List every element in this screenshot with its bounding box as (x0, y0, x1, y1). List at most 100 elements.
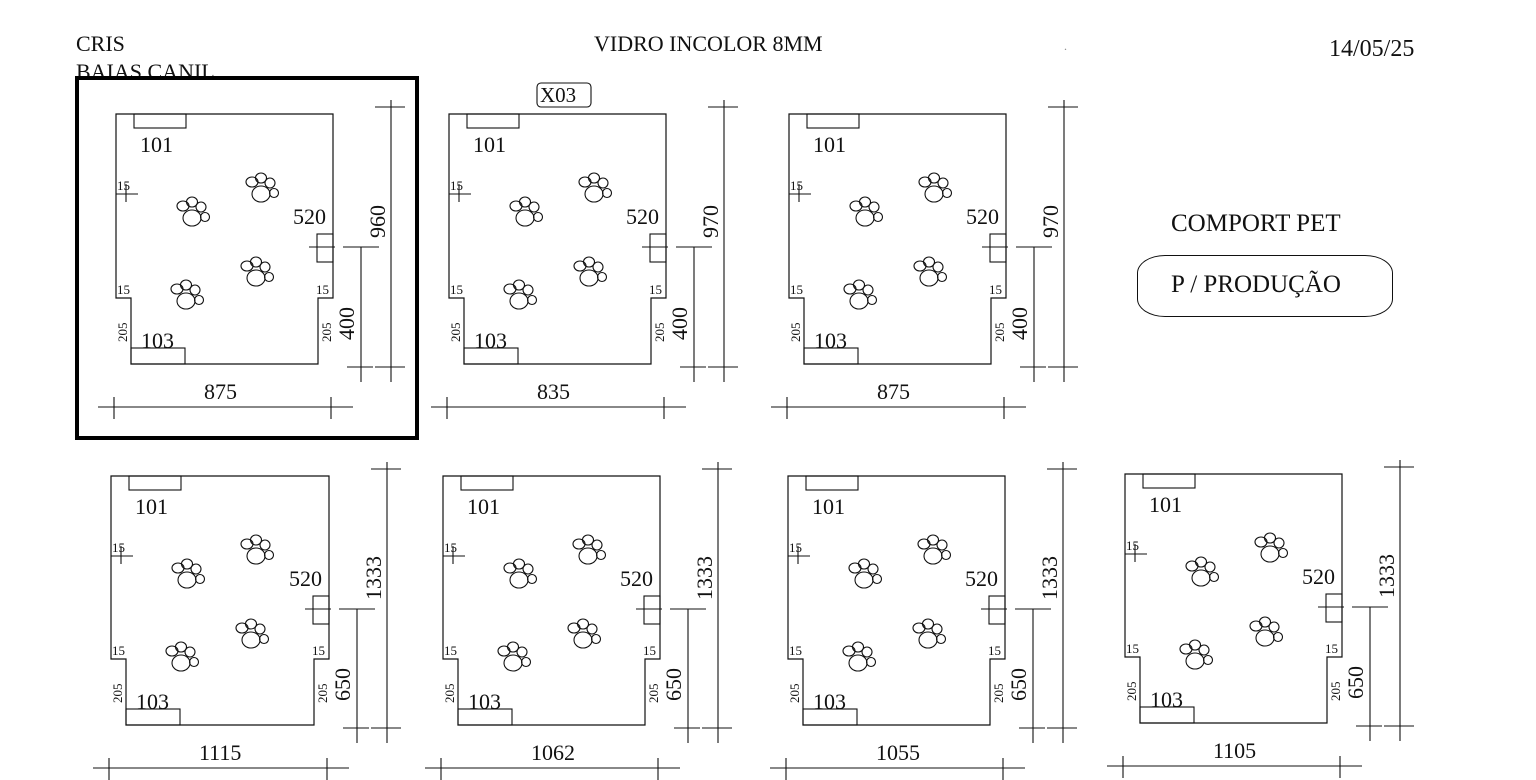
paw-part (924, 185, 944, 203)
handle-cut (643, 595, 661, 625)
width-label: 1055 (876, 740, 920, 765)
paw-print-icon (170, 279, 205, 310)
width-label: 875 (204, 379, 237, 404)
paw-part (235, 622, 249, 634)
paw-part (526, 294, 538, 306)
paw-part (503, 562, 517, 574)
cut-side-left-label: 205 (788, 323, 803, 343)
paw-part (857, 558, 871, 570)
paw-part (913, 260, 927, 272)
paw-part (240, 538, 254, 550)
hole-bottom-slot (130, 347, 186, 365)
height-label: 970 (698, 205, 723, 238)
margin-top-label: 15 (444, 540, 457, 555)
margin-right-label: 15 (988, 643, 1001, 658)
glass-outline (787, 475, 1006, 726)
paw-print-icon (503, 279, 538, 310)
paw-part (936, 539, 948, 551)
glass-outline (1124, 473, 1343, 724)
glass-outline (448, 113, 667, 365)
paw-part (245, 176, 259, 188)
cut-height-label: 650 (1343, 666, 1368, 699)
cut-side-right-label: 205 (991, 684, 1006, 704)
cut-side-left-label: 205 (110, 684, 125, 704)
hole-top-label: 101 (1149, 492, 1182, 517)
paw-print-icon (842, 641, 877, 672)
paw-part (193, 294, 205, 306)
paw-part (576, 618, 590, 630)
paw-part (1260, 545, 1280, 563)
height-label: 1333 (1037, 556, 1062, 600)
width-label: 1062 (531, 740, 575, 765)
cut-depth-label: 520 (1302, 564, 1335, 589)
paw-part (848, 562, 862, 574)
paw-print-icon (843, 279, 878, 310)
paw-part (170, 283, 184, 295)
paw-part (1268, 621, 1280, 633)
paw-part (244, 618, 258, 630)
width-label: 835 (537, 379, 570, 404)
paw-part (935, 633, 947, 645)
margin-top-label: 15 (789, 540, 802, 555)
paw-part (263, 271, 275, 283)
qty-tag-box (536, 82, 592, 108)
hole-bottom-slot (802, 708, 858, 726)
hole-top-slot (805, 475, 859, 491)
paw-part (1255, 629, 1275, 647)
paw-part (249, 534, 263, 546)
hole-top-label: 101 (140, 132, 173, 157)
height-label: 1333 (692, 556, 717, 600)
paw-part (254, 623, 266, 635)
handle-cut (1325, 593, 1343, 623)
qty-tag-label: X03 (540, 83, 576, 107)
paw-part (189, 284, 201, 296)
hole-top-label: 101 (812, 494, 845, 519)
paw-part (871, 573, 883, 585)
margin-top-label: 15 (112, 540, 125, 555)
paw-part (240, 260, 254, 272)
cut-height-label: 650 (661, 668, 686, 701)
paw-part (199, 211, 211, 223)
paw-part (1198, 644, 1210, 656)
margin-right-label: 15 (989, 282, 1002, 297)
paw-print-icon (572, 534, 607, 565)
hole-bottom-slot (463, 347, 519, 365)
paw-part (912, 622, 926, 634)
paw-part (195, 201, 207, 213)
hole-top-label: 101 (467, 494, 500, 519)
paw-part (595, 549, 607, 561)
paw-print-icon (567, 618, 602, 649)
paw-part (926, 534, 940, 546)
paw-part (922, 256, 936, 268)
paw-part (1272, 631, 1284, 643)
hole-bottom-slot (1139, 706, 1195, 724)
paw-part (176, 292, 196, 310)
paw-print-icon (240, 534, 275, 565)
paw-part (503, 283, 517, 295)
paw-part (512, 279, 526, 291)
paw-part (509, 200, 523, 212)
paw-part (177, 571, 197, 589)
paw-print-icon (171, 558, 206, 589)
cut-height-label: 400 (334, 307, 359, 340)
paw-part (1208, 571, 1220, 583)
hole-top-label: 101 (135, 494, 168, 519)
paw-part (918, 631, 938, 649)
paw-part (1263, 532, 1277, 544)
paw-part (573, 631, 593, 649)
paw-print-icon (578, 172, 613, 203)
paw-part (182, 209, 202, 227)
paw-part (263, 549, 275, 561)
cut-side-right-label: 205 (319, 323, 334, 343)
paw-part (923, 547, 943, 565)
paw-part (522, 284, 534, 296)
paw-part (506, 641, 520, 653)
hole-top-slot (466, 113, 520, 129)
paw-part (259, 539, 271, 551)
selection-box (75, 76, 419, 440)
stray-mark: . (1064, 39, 1067, 53)
cut-side-right-label: 205 (992, 323, 1007, 343)
paw-part (917, 538, 931, 550)
paw-part (503, 654, 523, 672)
paw-part (179, 279, 193, 291)
